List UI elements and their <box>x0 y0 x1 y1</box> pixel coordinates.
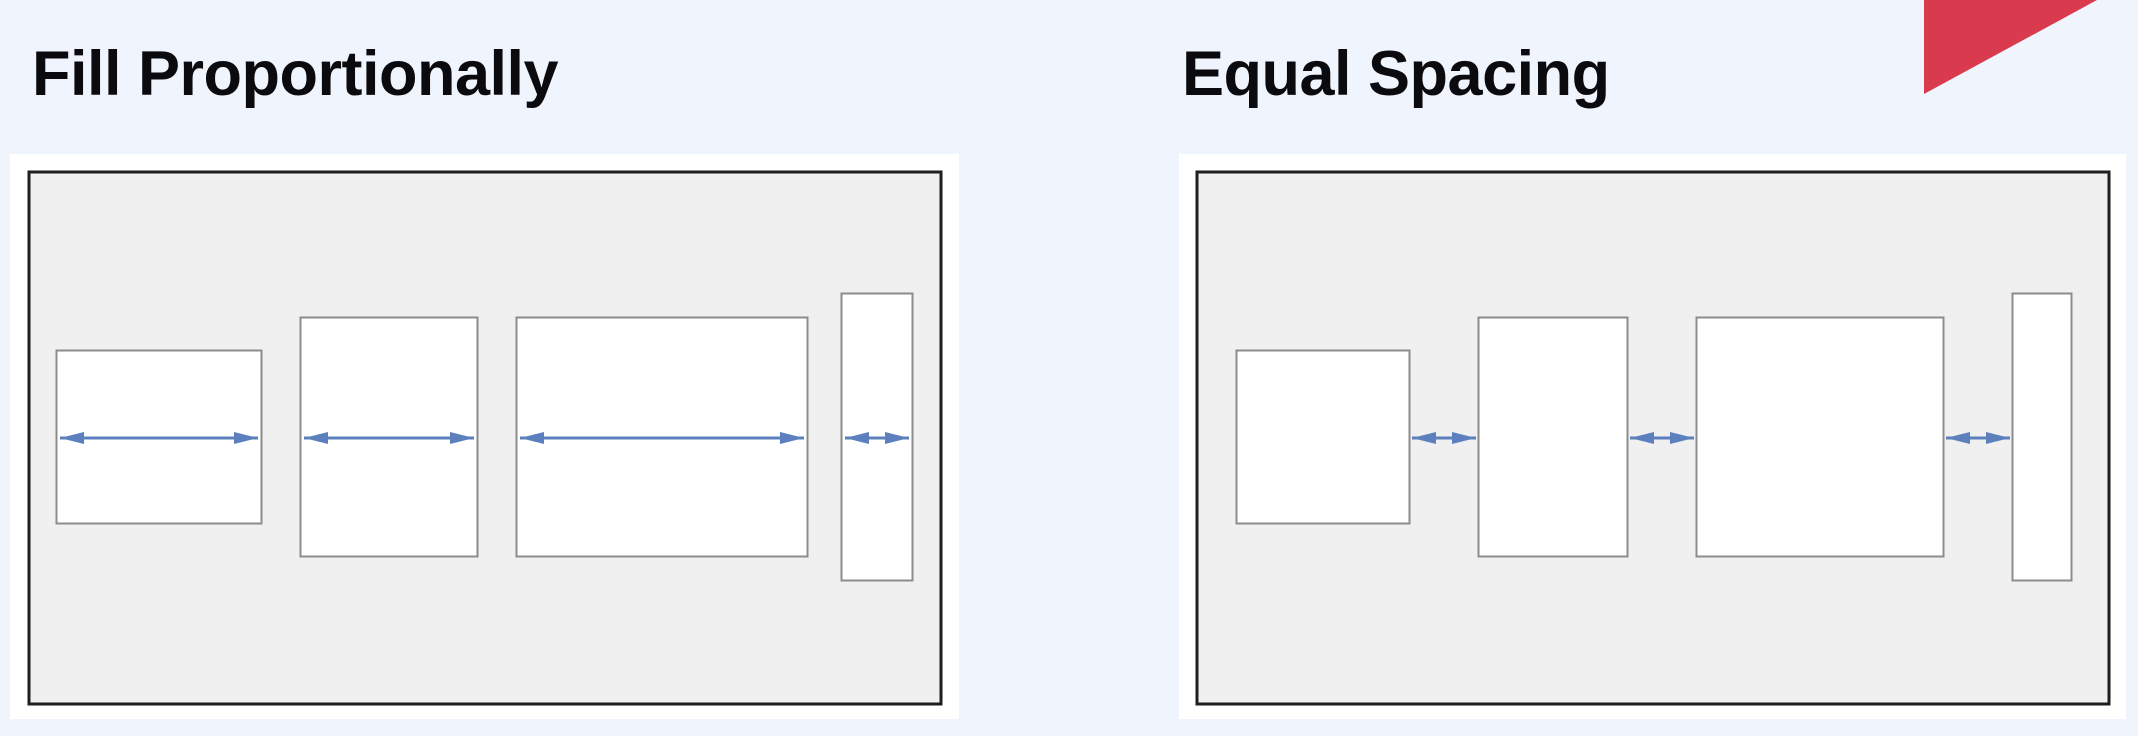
width-arrow-icon <box>60 432 258 444</box>
corner-triangle-shape <box>1924 0 2097 94</box>
equal-spacing-panel <box>1179 154 2126 719</box>
fill-proportionally-diagram <box>27 170 943 706</box>
spacing-arrow-icon <box>1630 432 1694 444</box>
width-arrow-icon <box>304 432 474 444</box>
arranged-view-2 <box>1477 316 1629 558</box>
spacing-arrow-icon <box>1412 432 1476 444</box>
red-triangle-icon <box>1924 0 2097 94</box>
equal-spacing-title: Equal Spacing <box>1182 39 1610 109</box>
arranged-view-4 <box>2011 292 2073 582</box>
equal-spacing-diagram <box>1195 170 2111 706</box>
spacing-arrow-icon <box>1946 432 2010 444</box>
arranged-view-3 <box>1695 316 1945 558</box>
arranged-view-1 <box>1235 349 1411 525</box>
width-arrow-icon <box>845 432 909 444</box>
fill-proportionally-panel <box>10 154 959 719</box>
width-arrow-icon <box>520 432 804 444</box>
fill-proportionally-title: Fill Proportionally <box>32 39 559 109</box>
